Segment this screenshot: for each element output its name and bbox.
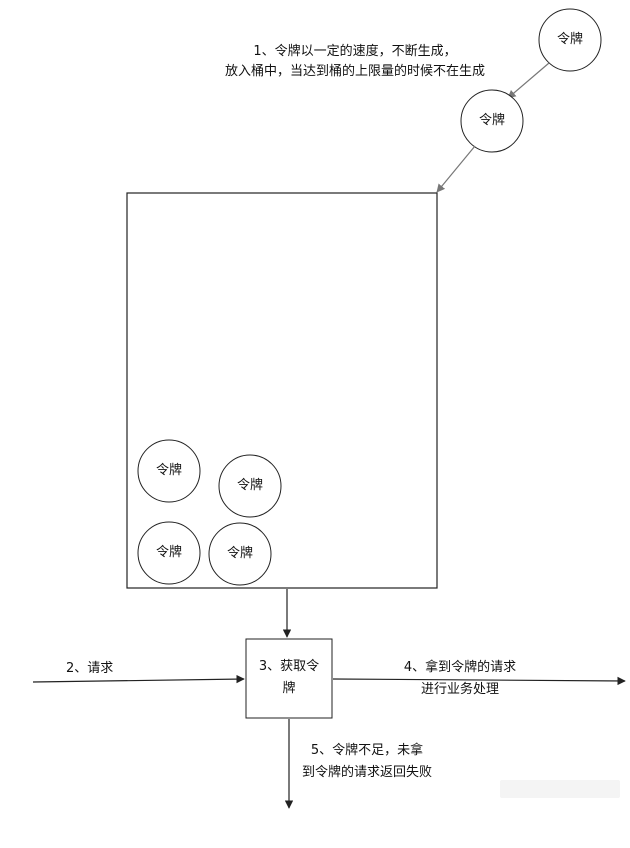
step3-text-line2: 牌 bbox=[282, 681, 296, 696]
step4-text-line1: 4、拿到令牌的请求 bbox=[403, 660, 517, 675]
arrow-into-bucket bbox=[436, 145, 476, 193]
token-bucket bbox=[126, 192, 438, 589]
new-token-label: 令牌 bbox=[556, 32, 583, 47]
bucket-token-3-label: 令牌 bbox=[155, 545, 182, 560]
bucket-token-2-label: 令牌 bbox=[236, 478, 263, 493]
bucket-token-2 bbox=[218, 454, 282, 518]
bucket-token-1 bbox=[137, 439, 201, 503]
step3-text-line1: 3、获取令 bbox=[258, 659, 320, 674]
step2-text: 2、请求 bbox=[66, 661, 114, 676]
step1-text-line1: 1、令牌以一定的速度，不断生成， bbox=[253, 44, 457, 59]
arrow-success bbox=[332, 676, 626, 686]
arrow-request-in bbox=[32, 674, 245, 684]
step5-text-line2: 到令牌的请求返回失败 bbox=[301, 765, 432, 780]
arrow-generate bbox=[507, 62, 550, 99]
step1-text-line2: 放入桶中，当达到桶的上限量的时候不在生成 bbox=[224, 64, 485, 79]
falling-token-circle bbox=[460, 89, 524, 153]
bucket-token-1-label: 令牌 bbox=[155, 463, 182, 478]
new-token-circle bbox=[538, 8, 602, 72]
acquire-token-box bbox=[245, 638, 333, 719]
step4-text-line2: 进行业务处理 bbox=[420, 682, 499, 697]
watermark-block bbox=[500, 780, 620, 798]
step5-text-line1: 5、令牌不足，未拿 bbox=[310, 743, 424, 758]
falling-token-label: 令牌 bbox=[478, 113, 505, 128]
bucket-token-3 bbox=[137, 521, 201, 585]
bucket-token-4-label: 令牌 bbox=[226, 546, 253, 561]
bucket-token-4 bbox=[208, 522, 272, 586]
